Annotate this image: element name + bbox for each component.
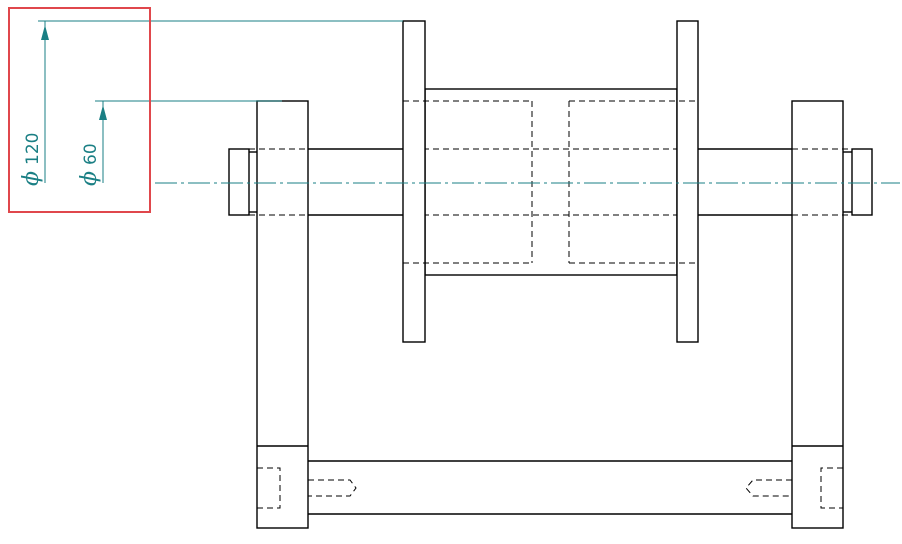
right-bolt-hidden (745, 479, 792, 497)
inner-phi-symbol: ϕ60 (77, 143, 102, 186)
left-support (256, 100, 357, 529)
shaft-left-cap (228, 148, 250, 216)
right-support-body (791, 100, 844, 529)
highlight-box (8, 7, 151, 213)
shaft (228, 148, 873, 216)
left-bolt-pocket-hidden (257, 467, 281, 509)
outer-phi-symbol: ϕ120 (19, 133, 44, 186)
shaft-right-cap (851, 148, 873, 216)
left-support-body (256, 100, 309, 529)
outer-arrow-icon (41, 25, 49, 40)
inner-arrow-icon (99, 105, 107, 120)
right-flange (676, 20, 699, 343)
left-bolt-hidden (308, 479, 357, 497)
left-flange (402, 20, 426, 343)
tie-bar (308, 460, 792, 515)
right-support (745, 100, 844, 529)
roller-body (424, 88, 678, 276)
right-bolt-pocket-hidden (820, 467, 843, 509)
dimension-inner: ϕ60 (77, 100, 282, 186)
dimension-outer: ϕ120 (19, 20, 403, 186)
roller (402, 20, 699, 343)
